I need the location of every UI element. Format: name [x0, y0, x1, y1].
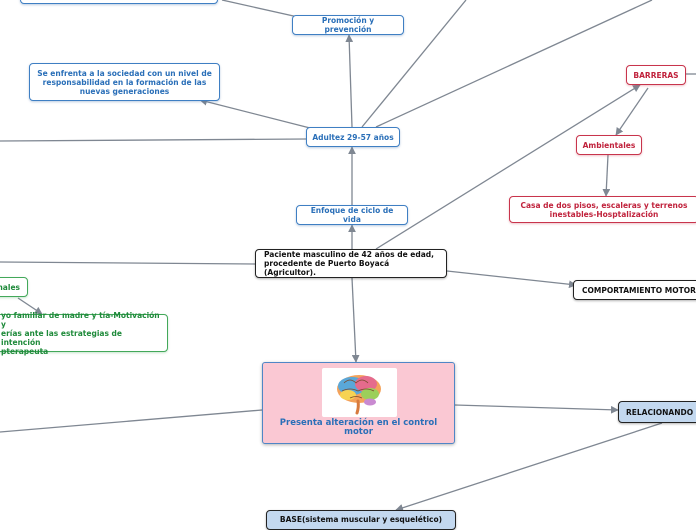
node-apoyo-familiar[interactable]: yo familiar de madre y tía-Motivación y …: [0, 311, 168, 356]
node-paciente[interactable]: Paciente masculino de 42 años de edad, p…: [255, 249, 447, 278]
node-sociedad[interactable]: Se enfrenta a la sociedad con un nivel d…: [29, 63, 220, 101]
node-casa[interactable]: Casa de dos pisos, escaleras y terrenos …: [509, 196, 696, 223]
node-comportamiento-motor[interactable]: COMPORTAMIENTO MOTOR: [573, 280, 696, 300]
node-barreras[interactable]: BARRERAS: [626, 65, 686, 85]
brain-image: [322, 368, 397, 417]
node-base[interactable]: BASE(sistema muscular y esquelético): [266, 510, 456, 530]
offscreen-top-node[interactable]: [20, 0, 218, 4]
node-relacionando[interactable]: RELACIONANDO: [618, 401, 696, 423]
central-node[interactable]: Presenta alteración en el control motor: [262, 362, 455, 444]
node-promocion[interactable]: Promoción y prevención: [292, 15, 404, 35]
central-title: Presenta alteración en el control motor: [279, 418, 438, 438]
node-adultez[interactable]: Adultez 29-57 años: [306, 127, 400, 147]
node-ambientales[interactable]: Ambientales: [576, 135, 642, 155]
brain-icon: [337, 375, 381, 415]
node-enfoque[interactable]: Enfoque de ciclo de vida: [296, 205, 408, 225]
node-personales[interactable]: nales: [0, 277, 28, 297]
